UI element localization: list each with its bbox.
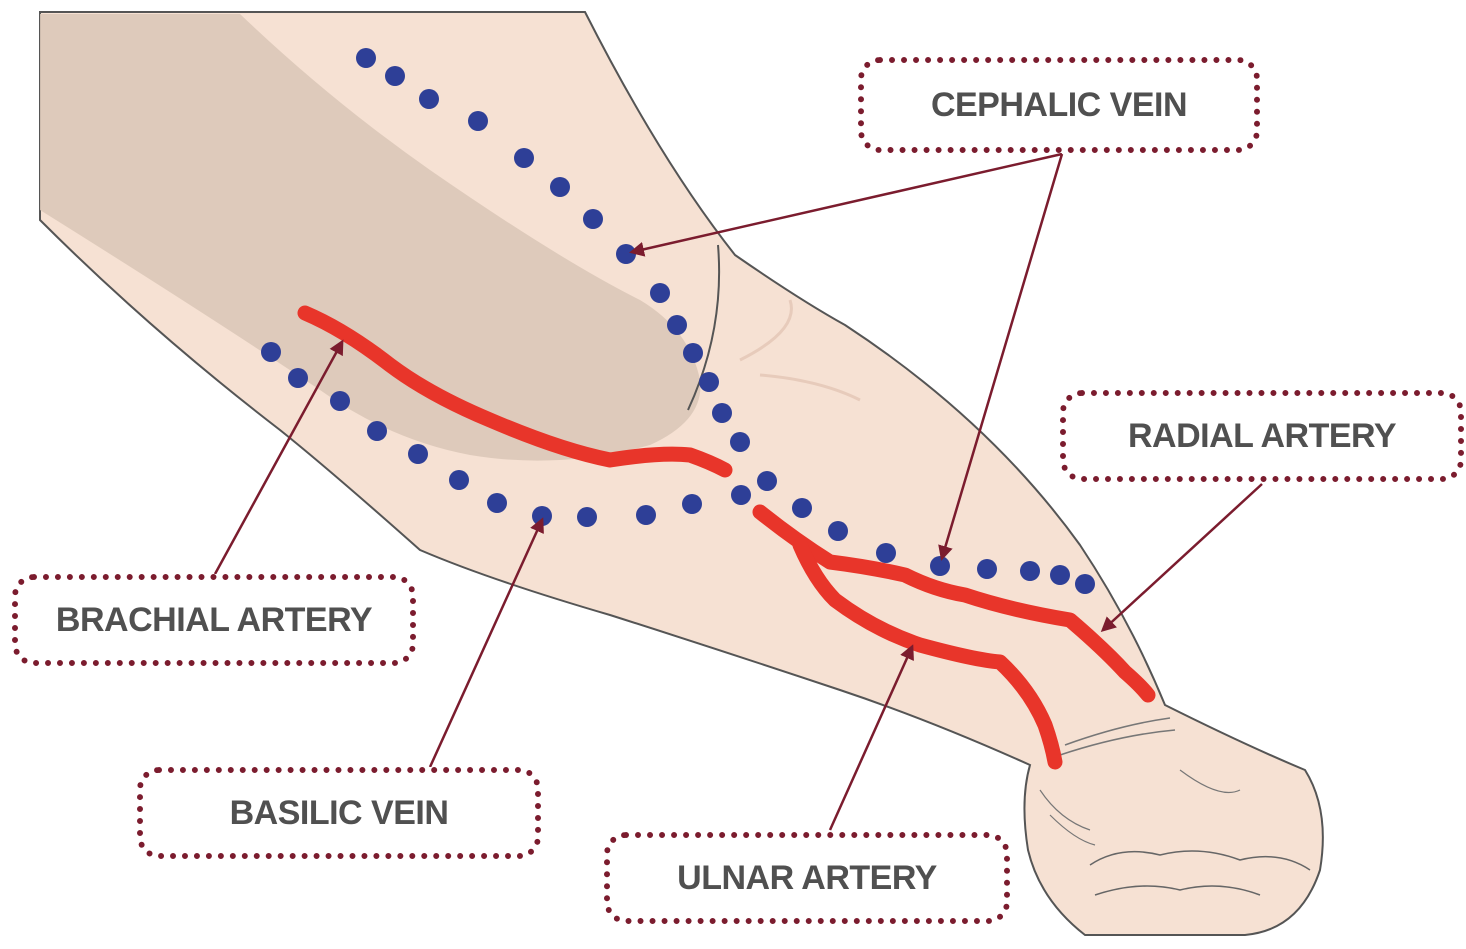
cephalic-vein-label: CEPHALIC VEIN [858,57,1260,153]
vein-dot [449,470,469,490]
vein-dot [367,421,387,441]
vein-dot [876,543,896,563]
vein-dot [487,493,507,513]
vein-dot [636,505,656,525]
vein-dot [514,148,534,168]
vein-dot [356,48,376,68]
vein-dot [930,556,950,576]
vein-dot [650,283,670,303]
vein-dot [757,471,777,491]
ulnar-artery-label: ULNAR ARTERY [604,832,1010,924]
vein-dot [712,403,732,423]
vein-dot [730,432,750,452]
vein-dot [330,391,350,411]
vein-dot [731,485,751,505]
vein-dot [1020,561,1040,581]
vein-dot [699,372,719,392]
vein-dot [683,343,703,363]
vein-dot [667,315,687,335]
vein-dot [583,209,603,229]
vein-dot [1050,565,1070,585]
vein-dot [792,498,812,518]
vein-dot [385,66,405,86]
vein-dot [468,111,488,131]
vein-dot [616,244,636,264]
vein-dot [1075,574,1095,594]
radial-artery-label: RADIAL ARTERY [1060,390,1464,482]
vein-dot [419,89,439,109]
vein-dot [828,521,848,541]
vein-dot [977,559,997,579]
basilic-vein-label: BASILIC VEIN [137,767,541,859]
vein-dot [288,368,308,388]
vein-dot [550,177,570,197]
brachial-artery-label: BRACHIAL ARTERY [12,574,416,666]
vein-dot [261,342,281,362]
vein-dot [682,494,702,514]
vein-dot [577,507,597,527]
vein-dot [408,444,428,464]
radial-callout-line [1103,484,1262,630]
